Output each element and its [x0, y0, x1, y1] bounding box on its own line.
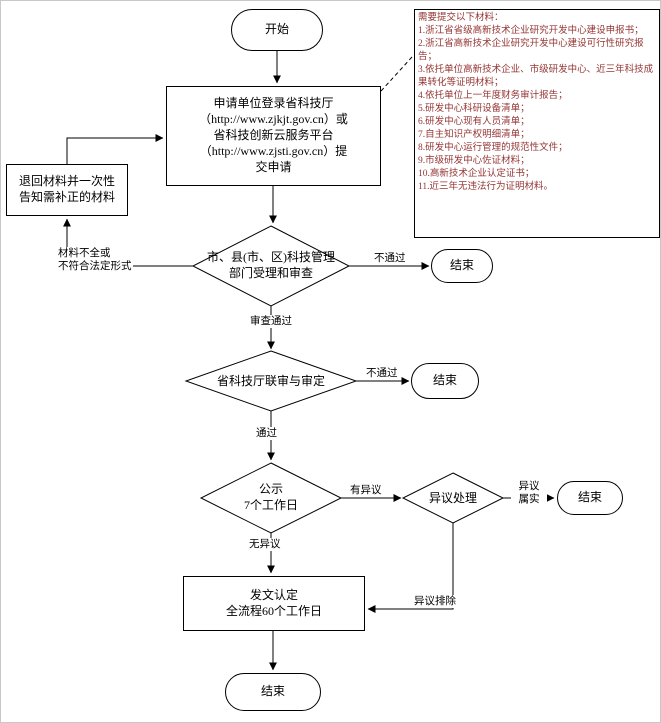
objection-handling-diamond [401, 472, 505, 524]
accept-review-label: 市、县(市、区)科技管理 部门受理和审查 [207, 250, 335, 280]
materials-item: 7.自主知识产权明细清单； [418, 130, 530, 140]
edge-label-objection-true: 异议 属实 [511, 480, 547, 507]
materials-item: 1.浙江省省级高新技术企业研究开发中心建设申报书； [418, 26, 644, 36]
start-node: 开始 [231, 9, 323, 51]
required-materials-box: 需要提交以下材料： 1.浙江省省级高新技术企业研究开发中心建设申报书； 2.浙江… [414, 9, 660, 238]
materials-title: 需要提交以下材料： [418, 13, 504, 23]
edge-label-objection-removed: 异议排除 [413, 595, 457, 609]
edge-label-materials-incomplete: 材料不全或 不符合法定形式 [57, 247, 133, 274]
edge-label-has-objection: 有异议 [349, 484, 383, 498]
edge-label-joint-pass: 通过 [255, 427, 278, 441]
return-materials-node: 退回材料并一次性 告知需补正的材料 [6, 164, 128, 216]
materials-item: 11.近三年无违法行为证明材料。 [418, 182, 554, 192]
publicity-label: 公示 7个工作日 [243, 482, 298, 512]
materials-item: 10.高新技术企业认定证书； [418, 169, 535, 179]
materials-item: 6.研发中心现有人员清单； [418, 117, 530, 127]
materials-item: 5.研发中心科研设备清单； [418, 104, 530, 114]
edge-label-review-fail: 不通过 [373, 252, 407, 266]
edge-label-joint-fail: 不通过 [365, 367, 399, 381]
materials-item: 8.研发中心运行管理的规范性文件； [418, 143, 568, 153]
end-node-3: 结束 [557, 481, 623, 515]
materials-item: 3.依托单位高新技术企业、市级研发中心、近三年科技成果转化等证明材料； [418, 65, 654, 88]
joint-review-diamond [184, 350, 358, 412]
apply-node: 申请单位登录省科技厅 （http://www.zjkjt.gov.cn）或 省科… [166, 86, 381, 186]
materials-item: 9.市级研发中心佐证材料； [418, 156, 530, 166]
end-node-1: 结束 [431, 249, 493, 283]
edge-label-review-pass: 审查通过 [249, 315, 293, 329]
materials-item: 4.依托单位上一年度财务审计报告； [418, 91, 568, 101]
accept-review-diamond [191, 225, 351, 307]
issue-document-node: 发文认定 全流程60个工作日 [183, 576, 365, 631]
materials-item: 2.浙江省高新技术企业研究开发中心建设可行性研究报告； [418, 39, 644, 62]
edge-label-no-objection: 无异议 [248, 538, 282, 552]
end-node-2: 结束 [411, 363, 479, 399]
publicity-diamond [199, 462, 343, 534]
joint-review-label: 省科技厅联审与审定 [216, 374, 325, 388]
objection-handling-label: 异议处理 [428, 491, 477, 505]
end-node-final: 结束 [225, 673, 321, 711]
